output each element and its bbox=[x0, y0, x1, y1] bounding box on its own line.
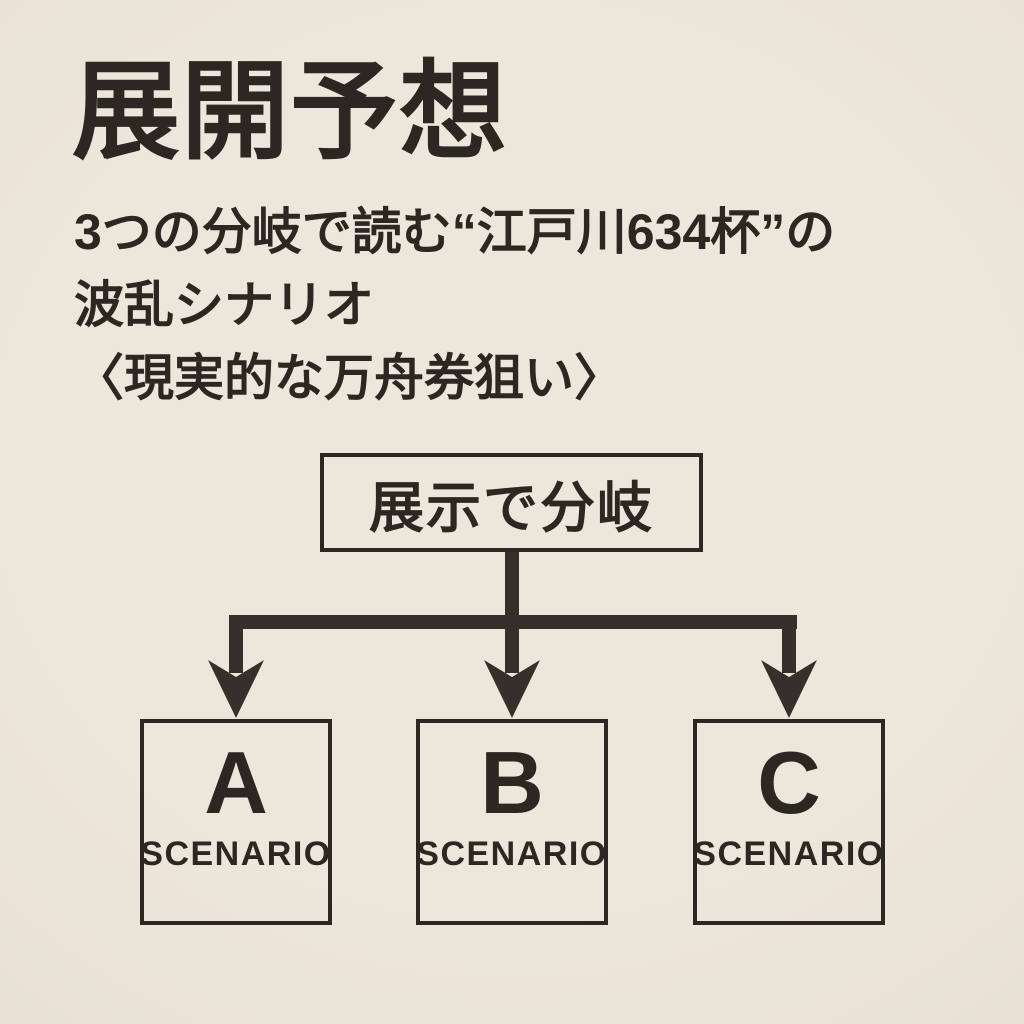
connector-bar bbox=[229, 615, 797, 629]
connector-drop-left bbox=[229, 615, 243, 673]
scenario-box-b: B SCENARIO bbox=[416, 719, 608, 925]
subtitle-line-1: 3つの分岐で読む“江戸川634杯”の bbox=[74, 204, 836, 260]
scenario-sublabel-c: SCENARIO bbox=[693, 835, 885, 873]
scenario-box-a: A SCENARIO bbox=[140, 719, 332, 925]
subtitle-line-3: 〈現実的な万舟券狙い〉 bbox=[74, 350, 624, 406]
subtitle: 3つの分岐で読む“江戸川634杯”の 波乱シナリオ 〈現実的な万舟券狙い〉 bbox=[74, 196, 1004, 415]
arrow-down-icon bbox=[484, 660, 540, 718]
flow-root-node: 展示で分岐 bbox=[320, 453, 703, 552]
arrow-down-icon bbox=[208, 660, 264, 718]
arrow-down-icon bbox=[761, 660, 817, 718]
subtitle-line-2: 波乱シナリオ bbox=[74, 277, 374, 333]
page-title: 展開予想 bbox=[72, 51, 509, 172]
scenario-sublabel-b: SCENARIO bbox=[416, 835, 608, 873]
connector-drop-right bbox=[782, 615, 796, 673]
scenario-letter-a: A bbox=[204, 733, 268, 832]
scenario-letter-c: C bbox=[757, 733, 821, 832]
connector-drop-center bbox=[505, 629, 519, 673]
scenario-box-c: C SCENARIO bbox=[693, 719, 885, 925]
scenario-letter-b: B bbox=[480, 733, 544, 832]
flow-root-label: 展示で分岐 bbox=[368, 476, 654, 539]
connector-stem bbox=[505, 548, 519, 629]
scenario-sublabel-a: SCENARIO bbox=[140, 835, 332, 873]
